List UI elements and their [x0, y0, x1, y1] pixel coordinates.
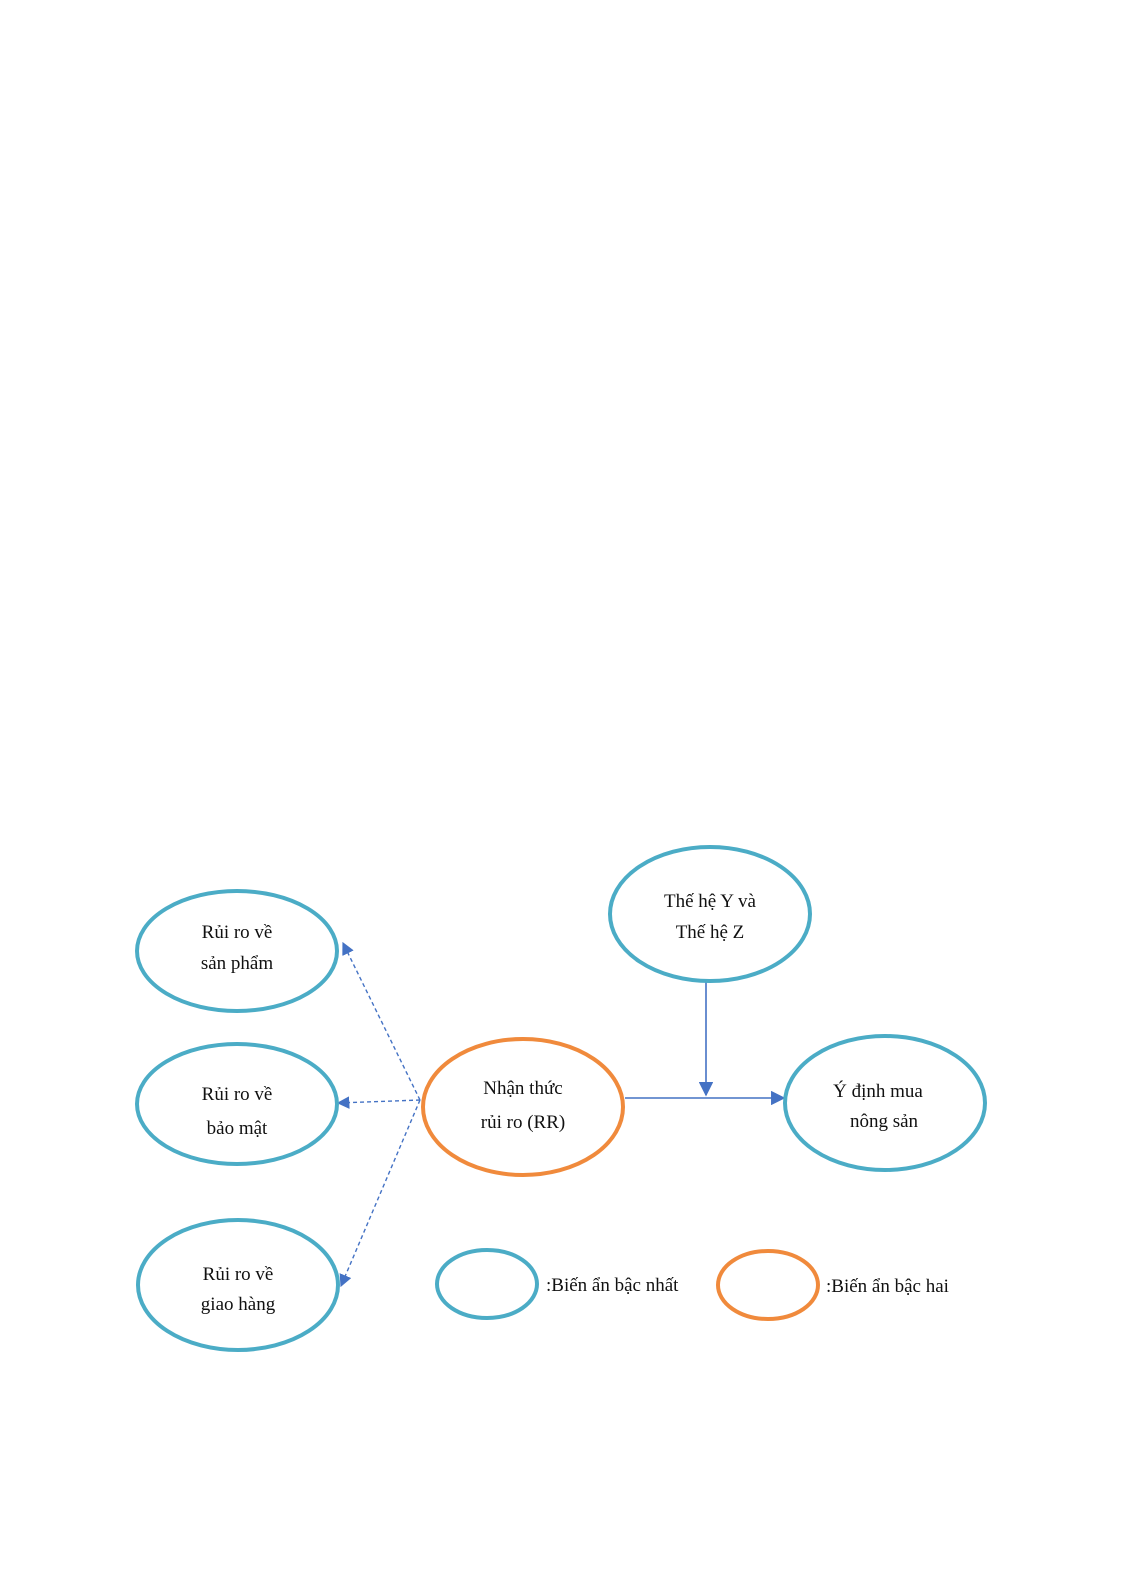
node-delivery-risk-line1: Rủi ro về: [203, 1264, 274, 1285]
edge-rr-to-product-risk: [343, 943, 420, 1100]
node-perceived-risk-line1: Nhận thức: [483, 1078, 562, 1099]
node-generation-line2: Thế hệ Z: [676, 922, 745, 943]
node-generation: Thế hệ Y và Thế hệ Z: [610, 847, 810, 981]
legend-first-order-swatch: [437, 1250, 537, 1318]
node-purchase-intention-line1: Ý định mua: [833, 1080, 923, 1102]
legend-first-order-label: :Biến ẩn bậc nhất: [546, 1275, 679, 1296]
node-product-risk-line2: sản phẩm: [201, 953, 274, 974]
edge-rr-to-security-risk: [338, 1100, 420, 1103]
node-security-risk-line1: Rủi ro về: [202, 1084, 273, 1105]
legend-second-order-label: :Biến ẩn bậc hai: [826, 1276, 949, 1297]
node-perceived-risk: Nhận thức rủi ro (RR): [423, 1039, 623, 1175]
node-purchase-intention: Ý định mua nông sản: [785, 1036, 985, 1170]
edge-rr-to-delivery-risk: [341, 1100, 420, 1286]
node-product-risk: Rủi ro về sản phẩm: [137, 891, 337, 1011]
node-purchase-intention-line2: nông sản: [850, 1111, 919, 1132]
node-generation-line1: Thế hệ Y và: [664, 891, 757, 912]
node-perceived-risk-line2: rủi ro (RR): [481, 1112, 565, 1133]
node-delivery-risk: Rủi ro về giao hàng: [138, 1220, 338, 1350]
node-product-risk-line1: Rủi ro về: [202, 922, 273, 943]
node-security-risk: Rủi ro về bảo mật: [137, 1044, 337, 1164]
node-delivery-risk-line2: giao hàng: [201, 1294, 276, 1315]
legend: :Biến ẩn bậc nhất :Biến ẩn bậc hai: [437, 1250, 949, 1319]
legend-second-order-swatch: [718, 1251, 818, 1319]
node-security-risk-line2: bảo mật: [207, 1118, 268, 1139]
